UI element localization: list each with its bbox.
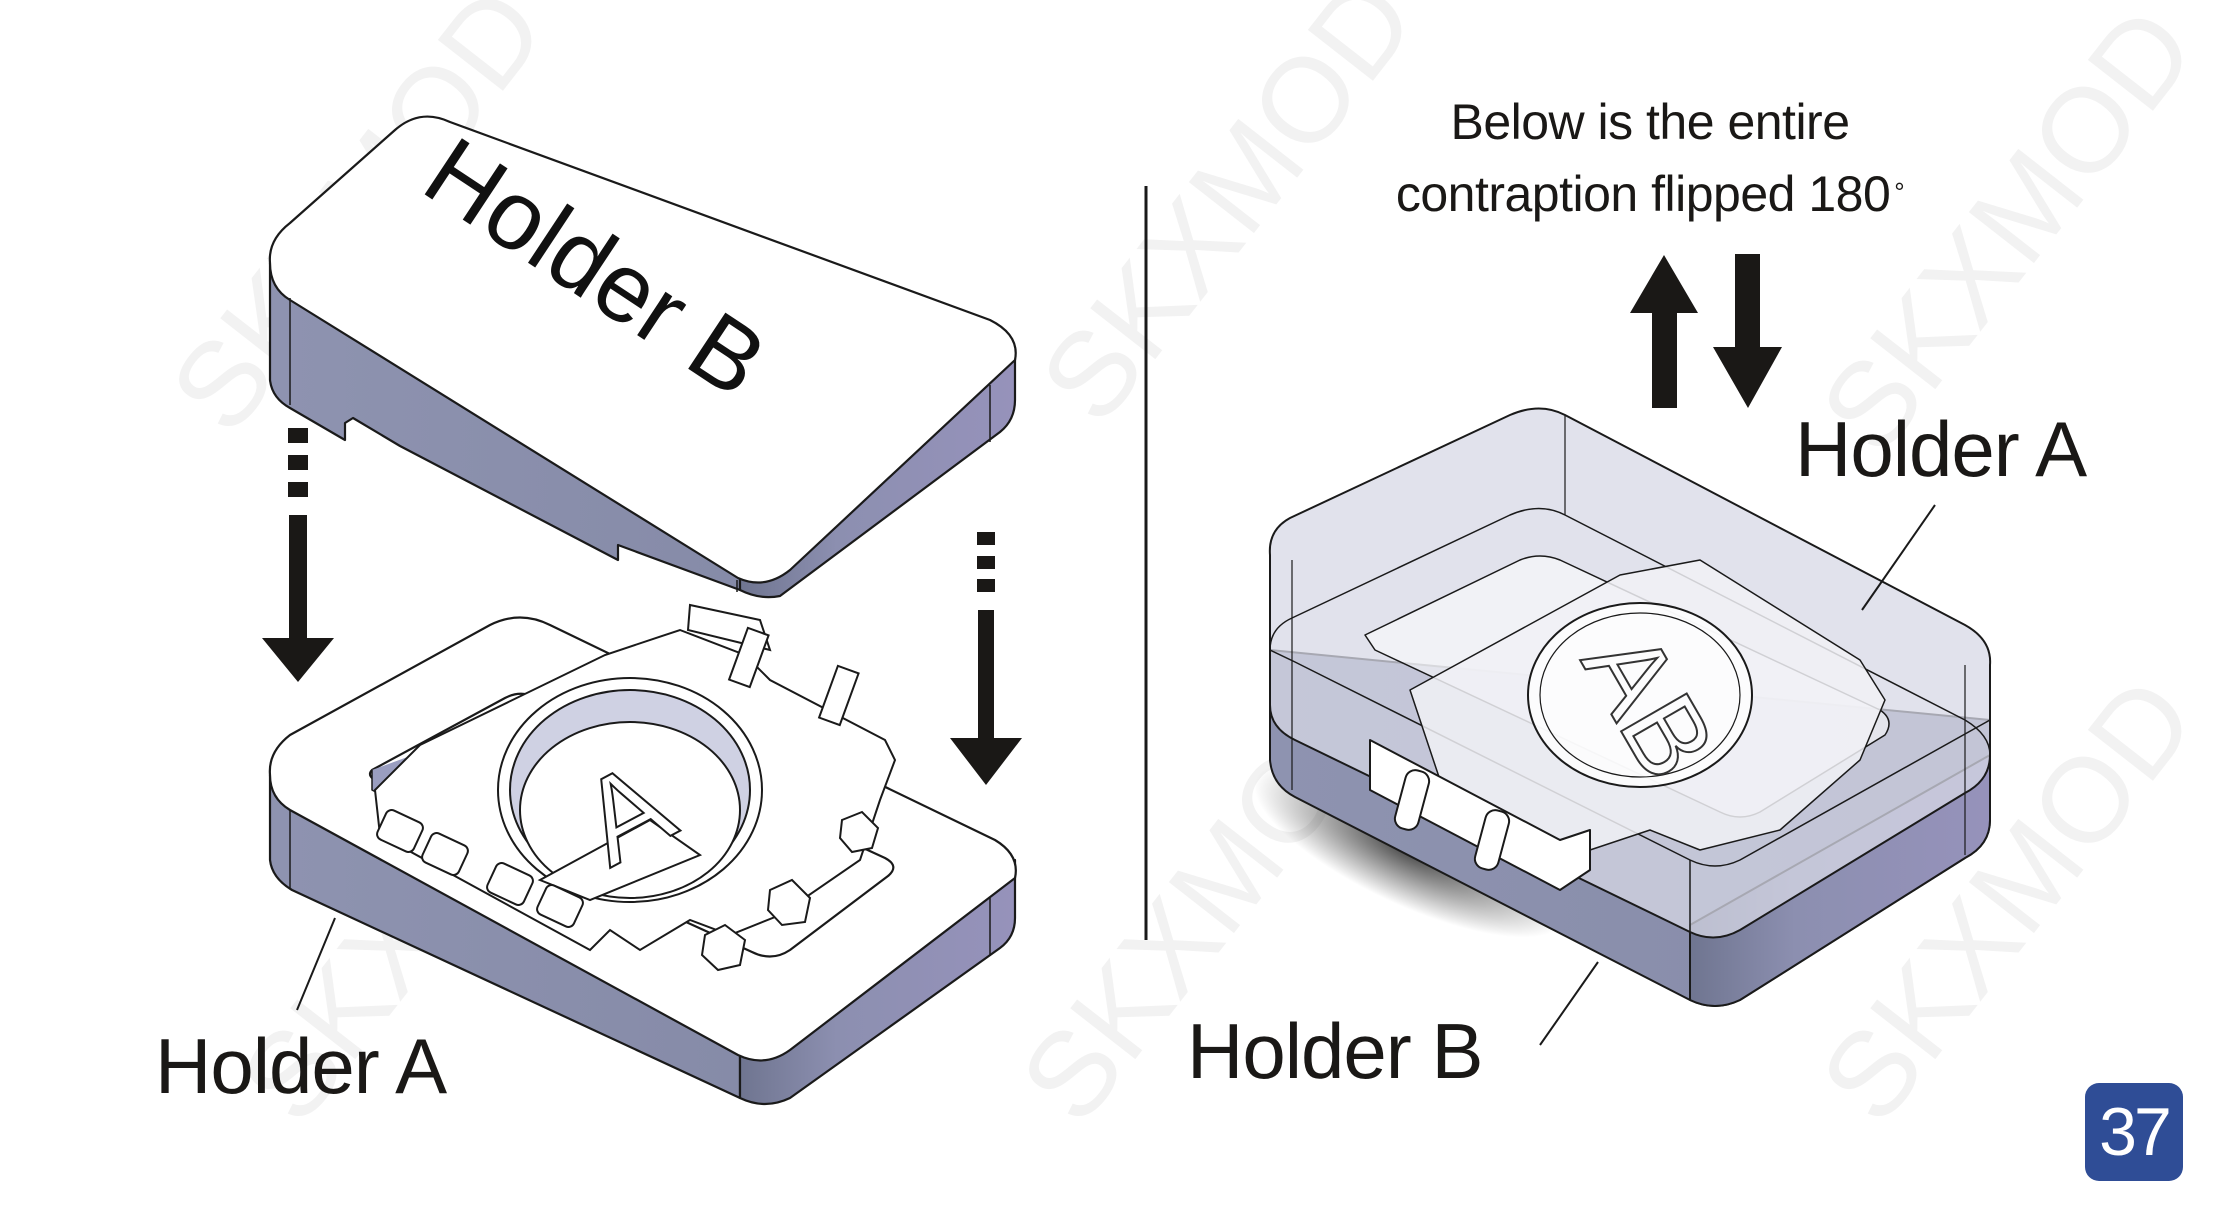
caption-line-2: contraption flipped 180° xyxy=(1320,158,1980,230)
holder-b-block xyxy=(268,115,1017,599)
arrow-down-dashed-icon xyxy=(950,532,1022,785)
leader-line xyxy=(296,917,336,1011)
assembled-contraption xyxy=(1268,407,1992,1007)
flip-caption: Below is the entire contraption flipped … xyxy=(1320,86,1980,230)
arrow-down-icon xyxy=(1713,254,1782,408)
caption-line-2-text: contraption flipped 180 xyxy=(1395,166,1891,222)
caption-line-1: Below is the entire xyxy=(1450,94,1850,150)
holder-a-label-left: Holder A xyxy=(155,1022,447,1110)
leader-line xyxy=(1861,504,1936,611)
holder-a-label-right: Holder A xyxy=(1795,405,2087,493)
degree-symbol: ° xyxy=(1894,177,1905,207)
arrow-up-icon xyxy=(1630,255,1698,408)
page-number-badge: 37 xyxy=(2085,1083,2183,1181)
watch-case-left xyxy=(373,603,897,972)
leader-line xyxy=(1539,961,1599,1046)
holder-b-label-right: Holder B xyxy=(1187,1007,1483,1095)
arrow-down-dashed-icon xyxy=(262,428,334,682)
